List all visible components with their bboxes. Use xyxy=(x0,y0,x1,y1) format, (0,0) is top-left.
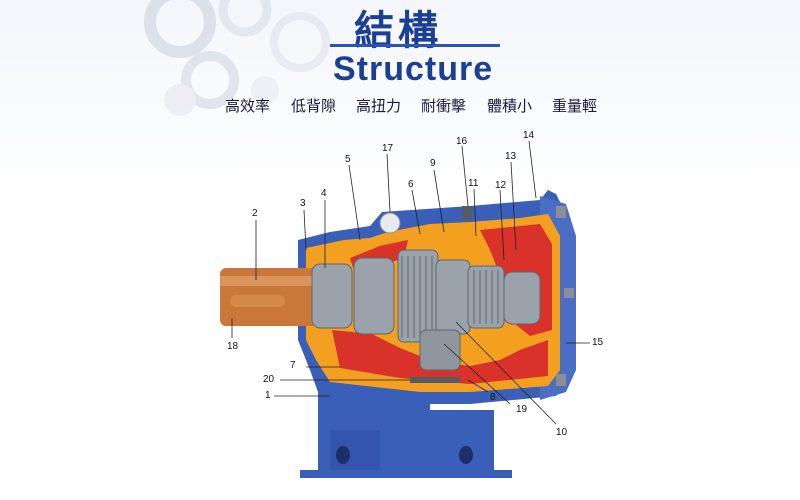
part-label-3: 3 xyxy=(300,198,306,209)
feature-light-weight: 重量輕 xyxy=(552,97,598,115)
part-label-13: 13 xyxy=(505,151,517,162)
feature-shock-resistant: 耐衝擊 xyxy=(421,97,467,115)
drain-bolt xyxy=(410,377,460,383)
part-label-2: 2 xyxy=(252,208,258,219)
part-label-8: 8 xyxy=(490,392,496,403)
part-label-14: 14 xyxy=(523,130,535,141)
part-label-9: 9 xyxy=(430,158,436,169)
feature-high-efficiency: 高效率 xyxy=(225,97,271,115)
part-label-7: 7 xyxy=(290,360,296,371)
part-label-17: 17 xyxy=(382,143,394,154)
part-label-15: 15 xyxy=(592,337,604,348)
inner-red-lower xyxy=(332,330,548,384)
shaft-key xyxy=(230,295,285,307)
part-label-6: 6 xyxy=(408,179,414,190)
gear-teeth-lines xyxy=(401,256,499,338)
part-label-12: 12 xyxy=(495,180,507,191)
mount-hole-right xyxy=(459,446,473,464)
leader-lines xyxy=(231,140,590,425)
title-english: Structure xyxy=(333,50,494,88)
part-label-18: 18 xyxy=(227,341,239,352)
feature-compact-size: 體積小 xyxy=(487,97,533,115)
bolt-top xyxy=(462,206,472,220)
bolt-rear-bottom xyxy=(556,374,566,386)
bolt-rear-top xyxy=(556,206,566,218)
part-label-1: 1 xyxy=(265,390,271,401)
breather-plug xyxy=(379,212,401,234)
shaft-highlight xyxy=(220,276,330,286)
part-label-4: 4 xyxy=(321,188,327,199)
feature-low-backlash: 低背隙 xyxy=(291,97,337,115)
mount-hole-left xyxy=(336,446,350,464)
part-label-5: 5 xyxy=(345,154,351,165)
part-label-10: 10 xyxy=(556,427,568,438)
part-label-16: 16 xyxy=(456,136,468,147)
part-label-20: 20 xyxy=(263,374,275,385)
feature-high-torque: 高扭力 xyxy=(356,97,402,115)
planet-gear-lower xyxy=(419,329,461,371)
bolt-rear-mid xyxy=(564,288,574,298)
title-divider xyxy=(330,44,500,47)
part-label-19: 19 xyxy=(516,404,528,415)
part-label-11: 11 xyxy=(468,178,479,189)
